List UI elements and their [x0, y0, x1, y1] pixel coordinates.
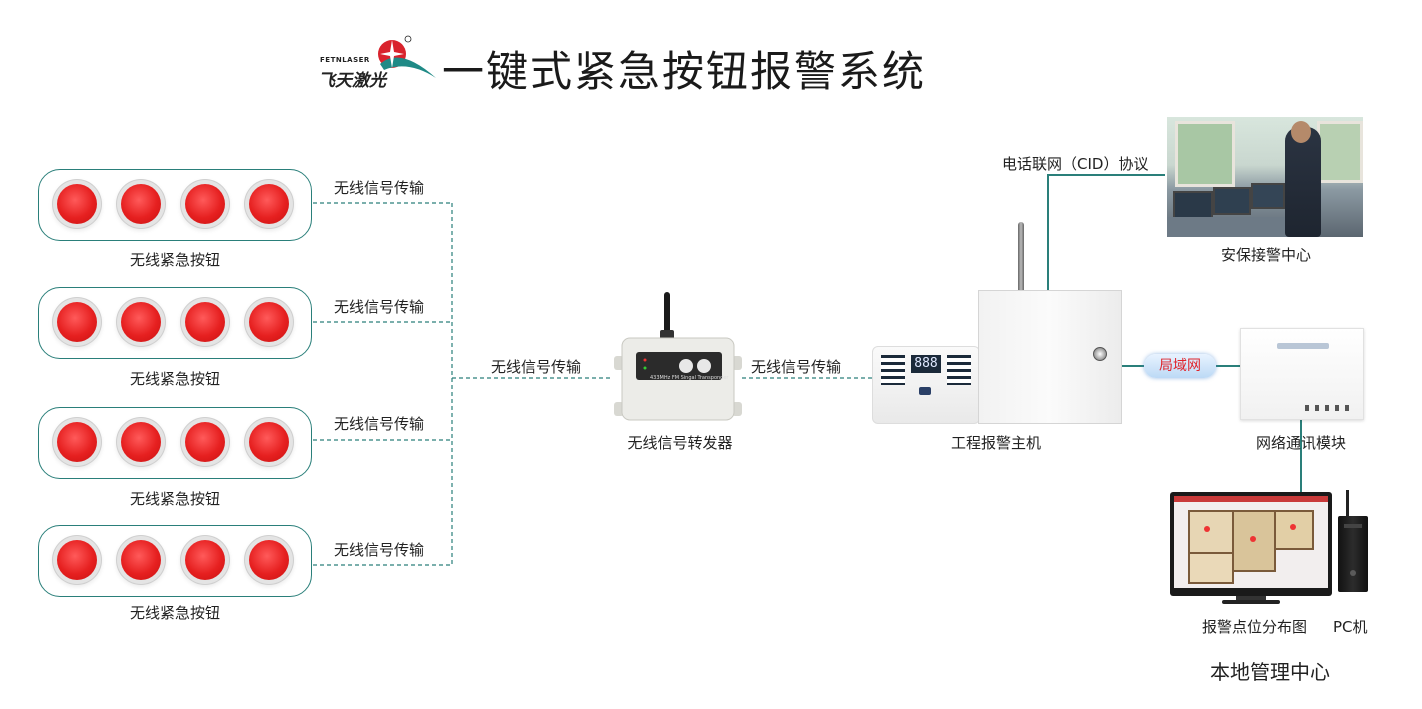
window-pane	[1317, 121, 1363, 183]
host-cabinet	[978, 290, 1122, 424]
emergency-button[interactable]	[121, 302, 161, 342]
emergency-button[interactable]	[185, 540, 225, 580]
alarm-map-label: 报警点位分布图	[1202, 618, 1308, 636]
network-module-label: 网络通讯模块	[1255, 434, 1347, 452]
floorplan-room	[1188, 552, 1234, 584]
emergency-button[interactable]	[185, 302, 225, 342]
wireless-link-label: 无线信号传输	[334, 541, 425, 559]
host-display: 888	[911, 355, 941, 373]
alarm-point-icon	[1290, 524, 1296, 530]
button-group-2	[38, 287, 312, 359]
officer-figure	[1285, 127, 1321, 237]
repeater-model-text: 433MHz FM Singal Transponder	[650, 375, 729, 381]
emergency-button[interactable]	[249, 540, 289, 580]
emergency-button[interactable]	[249, 302, 289, 342]
emergency-button[interactable]	[57, 422, 97, 462]
monitor	[1170, 492, 1332, 604]
emergency-button[interactable]	[57, 540, 97, 580]
officer-head	[1291, 121, 1311, 143]
emergency-button[interactable]	[121, 422, 161, 462]
pc-tower	[1338, 490, 1368, 592]
cabinet-lock-icon	[1093, 347, 1107, 361]
emergency-button[interactable]	[121, 540, 161, 580]
pc-label: PC机	[1333, 618, 1368, 636]
repeater-icon	[614, 292, 742, 421]
keypad-keys	[947, 355, 971, 385]
button-group-3	[38, 407, 312, 479]
wireless-link-label: 无线信号传输	[334, 415, 425, 433]
logo-mark-icon	[378, 35, 436, 78]
emergency-button[interactable]	[185, 184, 225, 224]
floorplan-room	[1274, 510, 1314, 550]
pc-power-icon	[1350, 570, 1356, 576]
logo-subtext: FETNLASER	[320, 56, 370, 64]
button-group-label: 无线紧急按钮	[129, 251, 221, 269]
screen-header-bar	[1174, 496, 1328, 502]
keypad-logo-icon	[919, 387, 931, 395]
host-label: 工程报警主机	[950, 434, 1042, 452]
repeater-device	[612, 290, 744, 422]
emergency-button[interactable]	[249, 422, 289, 462]
button-group-4	[38, 525, 312, 597]
button-group-1	[38, 169, 312, 241]
wireless-link-label: 无线信号传输	[334, 179, 425, 197]
host-antenna-icon	[1018, 222, 1024, 294]
repeater-label: 无线信号转发器	[627, 434, 733, 452]
button-group-label: 无线紧急按钮	[129, 604, 221, 622]
monitor-base	[1222, 600, 1280, 604]
phone-cid-label: 电话联网（CID）协议	[1002, 155, 1149, 173]
host-keypad: 888	[872, 346, 980, 424]
emergency-button[interactable]	[57, 184, 97, 224]
button-group-label: 无线紧急按钮	[129, 490, 221, 508]
keypad-keys	[881, 355, 905, 385]
module-led-row	[1305, 405, 1355, 411]
emergency-button[interactable]	[121, 184, 161, 224]
page-title: 一键式紧急按钮报警系统	[442, 47, 927, 96]
logo-text: 飞天激光	[318, 71, 386, 91]
alarm-floorplan-screen	[1174, 496, 1328, 588]
monitor-screen	[1213, 187, 1251, 215]
alarm-point-icon	[1250, 536, 1256, 542]
logo	[318, 34, 440, 88]
lan-badge: 局域网	[1144, 354, 1216, 378]
security-center-label: 安保接警中心	[1220, 246, 1312, 264]
window-pane	[1175, 121, 1235, 187]
security-center-photo	[1167, 117, 1363, 237]
module-brand-plate	[1277, 343, 1329, 349]
phone-line	[1047, 174, 1165, 290]
alarm-point-icon	[1204, 526, 1210, 532]
emergency-button[interactable]	[57, 302, 97, 342]
button-group-label: 无线紧急按钮	[129, 370, 221, 388]
monitor-stand	[1236, 596, 1266, 602]
pc-drive-bay	[1344, 524, 1362, 528]
desk	[1167, 217, 1307, 237]
monitor-screen	[1251, 183, 1285, 209]
to-host-link-label: 无线信号传输	[751, 358, 842, 376]
emergency-button[interactable]	[185, 422, 225, 462]
network-module	[1240, 328, 1364, 420]
pc-antenna-icon	[1346, 490, 1349, 516]
floorplan-room	[1188, 510, 1234, 554]
to-repeater-link-label: 无线信号传输	[491, 358, 582, 376]
emergency-button[interactable]	[249, 184, 289, 224]
local-center-label: 本地管理中心	[1210, 660, 1330, 684]
monitor-screen	[1173, 191, 1213, 221]
wireless-link-label: 无线信号传输	[334, 298, 425, 316]
